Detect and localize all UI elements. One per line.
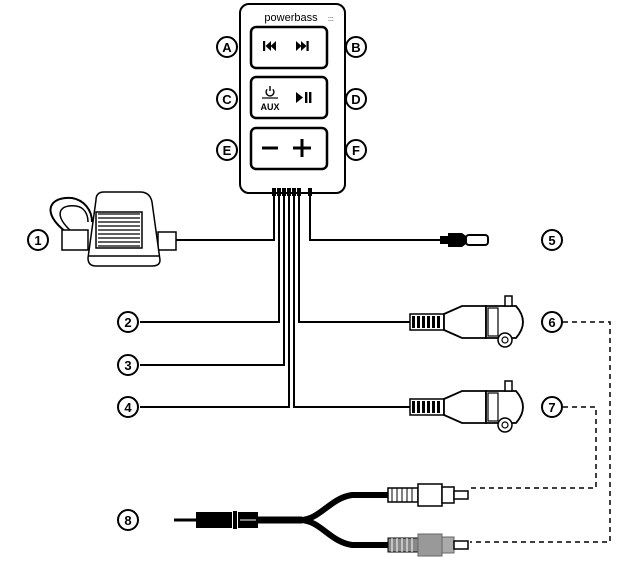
callout-4: 4 [117,396,139,418]
svg-text:F: F [352,143,360,158]
callout-f: F [345,139,367,161]
callout-5: 5 [541,229,563,251]
svg-text:7: 7 [548,400,555,415]
callout-8: 8 [117,509,139,531]
minus-icon [262,146,278,150]
svg-text:A: A [222,40,232,55]
callout-1: 1 [27,229,49,251]
rca-jack-6 [409,295,524,348]
wire-1 [176,192,275,241]
wires [140,192,440,408]
callout-a: A [216,36,238,58]
previous-icon [263,41,276,51]
callout-c: C [216,88,238,110]
callout-3: 3 [117,354,139,376]
brand-logo: powerbass [264,12,318,24]
svg-text:2: 2 [124,315,131,330]
inline-fuse-holder [49,191,177,267]
svg-text:1: 1 [34,233,41,248]
plus-icon [293,139,311,157]
callout-7: 7 [541,396,563,418]
prev-next-button[interactable] [249,25,329,70]
svg-text:C: C [222,92,232,107]
svg-text:6: 6 [548,315,555,330]
rca-jack-7 [409,380,524,433]
svg-text:4: 4 [124,400,132,415]
svg-text:8: 8 [124,513,131,528]
callout-e: E [216,139,238,161]
remote-control: powerbass ::: AUX [239,3,346,196]
button-callouts: A B C D E F [216,36,367,161]
volume-button[interactable] [249,126,329,171]
dashed-connections [470,321,611,543]
wire-7 [293,192,410,408]
svg-text:5: 5 [548,233,555,248]
callout-6: 6 [541,311,563,333]
bullet-connector [440,233,489,247]
power-aux-play-button[interactable]: AUX [249,75,329,120]
wire-6 [298,192,410,323]
svg-text:D: D [351,92,360,107]
wire-3 [140,192,285,366]
callout-b: B [345,36,367,58]
logo-mark: ::: [328,16,334,23]
rca-y-cable [174,483,469,557]
power-icon [265,86,275,97]
wire-2 [140,192,280,323]
callout-d: D [345,88,367,110]
wire-5 [309,192,440,241]
rca-plug-grey [387,533,469,557]
rca-plug-white [387,483,469,507]
svg-text:3: 3 [124,358,131,373]
svg-text:B: B [351,40,360,55]
wire-callouts: 1 2 3 4 5 6 7 8 [27,229,563,531]
wire-4 [140,192,290,408]
svg-text:E: E [223,143,232,158]
next-icon [296,41,309,51]
aux-label: AUX [260,102,279,112]
callout-2: 2 [117,311,139,333]
play-pause-icon [296,92,312,103]
